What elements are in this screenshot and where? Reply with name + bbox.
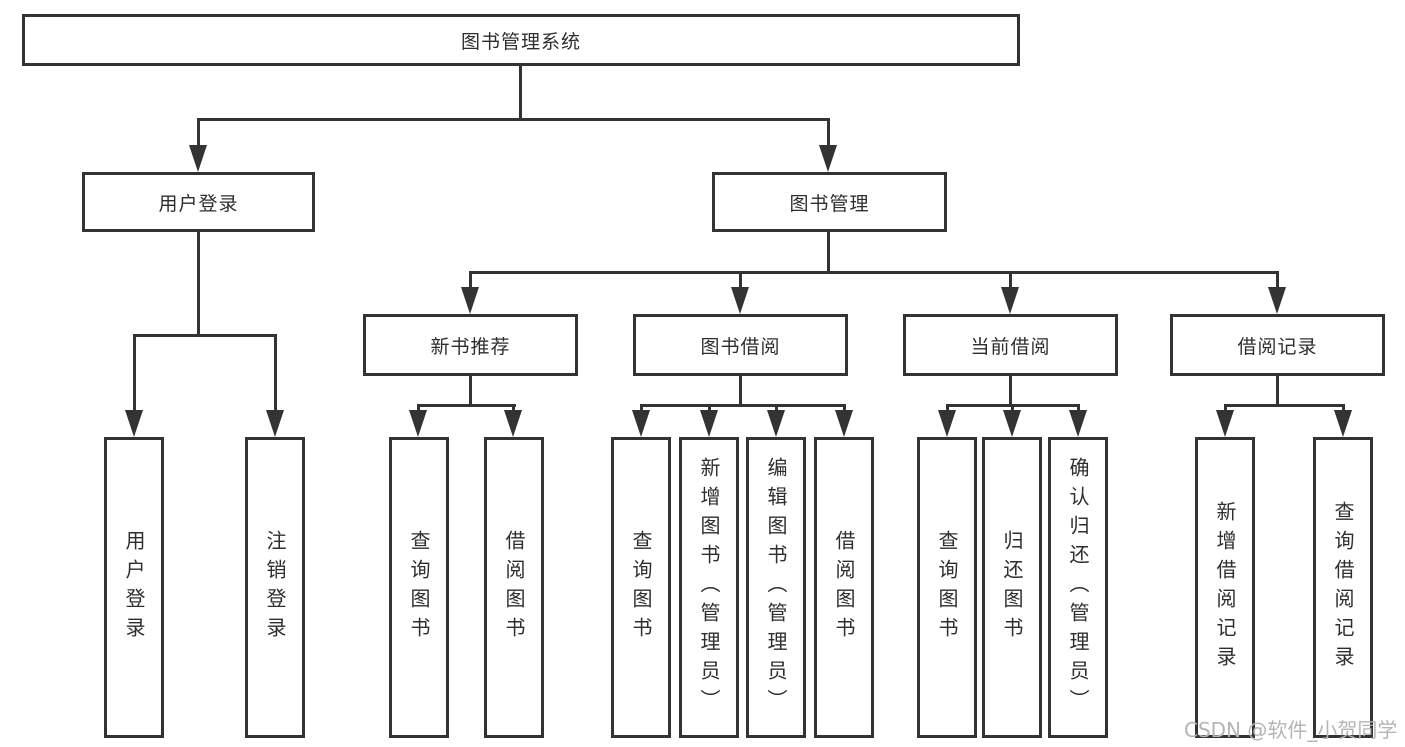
arrowhead-down-icon (819, 145, 837, 172)
connector-line (843, 404, 846, 414)
watermark-csdn: CSDN @软件_小贺同学 (1184, 718, 1398, 742)
node-label: 图书借阅 (700, 335, 781, 358)
leaf-query-books-borrow: 查询图书 (611, 437, 671, 738)
leaf-confirm-return-admin: 确认归还（管理员） (1048, 437, 1108, 738)
arrowhead-down-icon (1069, 410, 1087, 437)
arrowhead-down-icon (266, 410, 284, 437)
connector-line (197, 118, 830, 121)
arrowhead-down-icon (938, 410, 956, 437)
leaf-borrow-books-recommend: 借阅图书 (484, 437, 544, 738)
connector-line (469, 376, 472, 407)
connector-line (469, 271, 472, 291)
arrowhead-down-icon (1268, 287, 1286, 314)
leaf-label: 编辑图书（管理员） (764, 457, 788, 718)
leaf-query-borrow-record: 查询借阅记录 (1313, 437, 1373, 738)
connector-line (739, 271, 742, 291)
node-label: 新书推荐 (430, 335, 511, 358)
connector-line (1224, 404, 1227, 414)
node-user-login: 用户登录 (82, 172, 315, 232)
connector-line (417, 404, 516, 407)
node-book-management: 图书管理 (712, 172, 947, 232)
leaf-user-login: 用户登录 (104, 437, 164, 738)
arrowhead-down-icon (835, 410, 853, 437)
arrowhead-down-icon (700, 410, 718, 437)
arrowhead-down-icon (1001, 287, 1019, 314)
node-book-borrowing: 图书借阅 (633, 314, 848, 376)
connector-line (1276, 271, 1279, 291)
arrowhead-down-icon (731, 287, 749, 314)
leaf-label: 查询图书 (629, 529, 653, 646)
leaf-logout: 注销登录 (245, 437, 305, 738)
node-label: 图书管理系统 (460, 30, 581, 53)
leaf-label: 用户登录 (122, 529, 146, 646)
leaf-label: 查询图书 (935, 529, 959, 646)
arrowhead-down-icon (1216, 410, 1234, 437)
leaf-label: 归还图书 (1000, 529, 1024, 646)
connector-line (512, 404, 515, 414)
leaf-label: 确认归还（管理员） (1066, 457, 1090, 718)
node-new-book-recommendation: 新书推荐 (363, 314, 578, 376)
node-borrowing-records: 借阅记录 (1170, 314, 1385, 376)
leaf-label: 新增借阅记录 (1213, 500, 1237, 675)
connector-line (1276, 376, 1279, 407)
node-label: 借阅记录 (1237, 335, 1318, 358)
arrowhead-down-icon (504, 410, 522, 437)
arrowhead-down-icon (767, 410, 785, 437)
leaf-label: 注销登录 (263, 529, 287, 646)
node-book-management-system: 图书管理系统 (22, 14, 1020, 66)
connector-line (197, 232, 200, 337)
connector-line (1009, 271, 1012, 291)
arrowhead-down-icon (1334, 410, 1352, 437)
connector-line (1011, 404, 1014, 414)
connector-line (640, 404, 846, 407)
arrowhead-down-icon (632, 410, 650, 437)
connector-line (469, 271, 1279, 274)
connector-line (1009, 376, 1012, 407)
connector-line (133, 334, 136, 414)
connector-line (739, 376, 742, 407)
leaf-query-books-recommend: 查询图书 (389, 437, 449, 738)
leaf-label: 借阅图书 (832, 529, 856, 646)
leaf-label: 借阅图书 (502, 529, 526, 646)
connector-line (417, 404, 420, 414)
arrowhead-down-icon (125, 410, 143, 437)
connector-line (1077, 404, 1080, 414)
connector-line (946, 404, 949, 414)
leaf-add-borrow-record: 新增借阅记录 (1195, 437, 1255, 738)
connector-line (1342, 404, 1345, 414)
connector-line (640, 404, 643, 414)
arrowhead-down-icon (189, 145, 207, 172)
leaf-label: 查询借阅记录 (1331, 500, 1355, 675)
connector-line (827, 118, 830, 148)
connector-line (274, 334, 277, 414)
node-label: 用户登录 (158, 192, 239, 215)
leaf-add-books-admin: 新增图书（管理员） (679, 437, 739, 738)
leaf-edit-books-admin: 编辑图书（管理员） (746, 437, 806, 738)
leaf-return-books: 归还图书 (982, 437, 1042, 738)
leaf-label: 新增图书（管理员） (697, 457, 721, 718)
node-label: 图书管理 (789, 192, 870, 215)
connector-line (197, 118, 200, 148)
arrowhead-down-icon (409, 410, 427, 437)
leaf-borrow-books: 借阅图书 (814, 437, 874, 738)
leaf-query-books-current: 查询图书 (917, 437, 977, 738)
arrowhead-down-icon (461, 287, 479, 314)
connector-line (519, 66, 522, 120)
node-current-borrowing: 当前借阅 (903, 314, 1118, 376)
arrowhead-down-icon (1003, 410, 1021, 437)
connector-line (1224, 404, 1345, 407)
connector-line (708, 404, 711, 414)
connector-line (133, 334, 277, 337)
leaf-label: 查询图书 (407, 529, 431, 646)
node-label: 当前借阅 (970, 335, 1051, 358)
connector-line (775, 404, 778, 414)
connector-line (827, 232, 830, 274)
